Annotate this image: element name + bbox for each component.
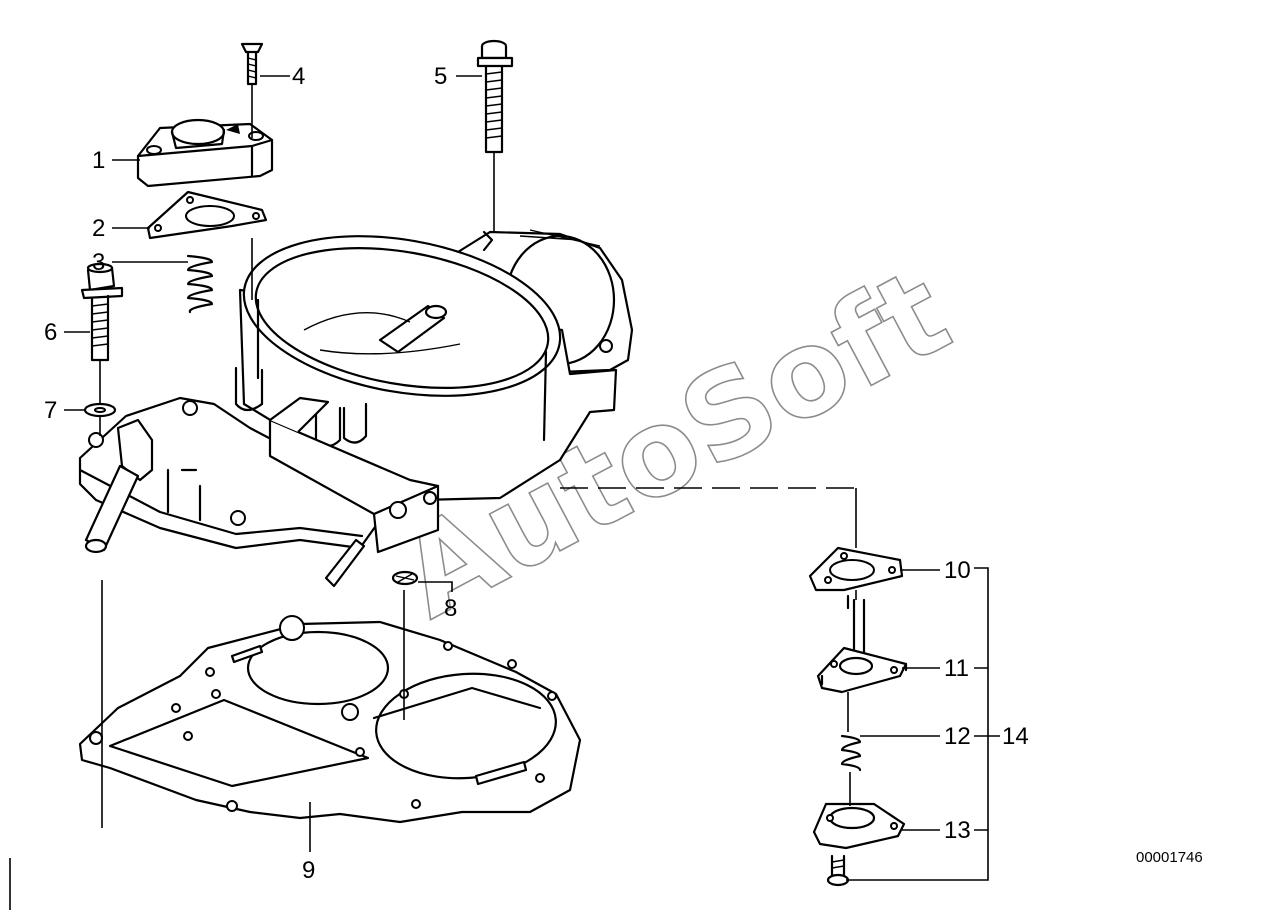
- part-5-long-bolt: [476, 39, 514, 154]
- label-6: 6: [44, 319, 57, 346]
- label-8: 8: [444, 595, 457, 622]
- part-2-gasket: [146, 190, 268, 240]
- part-1-cover: [136, 118, 274, 188]
- part-12-spring: [840, 734, 862, 772]
- part-8-washer: [391, 570, 419, 586]
- label-14: 14: [1002, 723, 1029, 750]
- label-1: 1: [92, 147, 105, 174]
- carburetor-base-flange: [78, 366, 382, 550]
- leader-lines: [9, 75, 1000, 910]
- part-6-bolt: [80, 262, 124, 362]
- label-10: 10: [944, 557, 971, 584]
- label-13: 13: [944, 817, 971, 844]
- part-13-pump-base: [812, 802, 906, 850]
- drawing-number: 00001746: [1136, 849, 1203, 866]
- throttle-linkage-arm: [268, 396, 440, 588]
- part-9-base-gasket: [78, 615, 582, 824]
- part-11-diaphragm: [816, 594, 908, 694]
- label-12: 12: [944, 723, 971, 750]
- part-7-washer: [83, 402, 117, 418]
- left-lever: [84, 418, 154, 554]
- label-7: 7: [44, 397, 57, 424]
- label-3: 3: [92, 249, 105, 276]
- label-5: 5: [434, 63, 447, 90]
- part-4-screw: [240, 42, 264, 86]
- part-10-pump-cover: [808, 546, 904, 592]
- label-4: 4: [292, 63, 305, 90]
- label-2: 2: [92, 215, 105, 242]
- pump-screw: [826, 854, 850, 887]
- label-9: 9: [302, 857, 315, 884]
- label-11: 11: [944, 655, 969, 682]
- callout-labels: 4 5 1 2 3 6 7 8 9 10 11 12 13 14: [44, 63, 1029, 884]
- part-3-spring: [186, 254, 214, 314]
